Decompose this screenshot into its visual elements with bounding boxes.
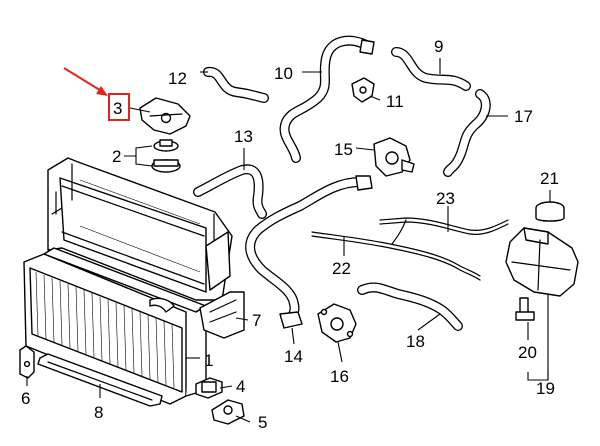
hose-13 bbox=[193, 164, 267, 219]
callout-20: 20 bbox=[518, 343, 537, 362]
callout-18: 18 bbox=[406, 332, 425, 351]
callout-19: 19 bbox=[536, 379, 555, 398]
callout-10: 10 bbox=[274, 64, 293, 83]
radiator-mount-bracket bbox=[195, 377, 223, 399]
callout-6: 6 bbox=[21, 389, 30, 408]
callout-4: 4 bbox=[236, 377, 245, 396]
callout-23: 23 bbox=[436, 189, 455, 208]
bleed-line-23 bbox=[379, 217, 509, 245]
hose-12 bbox=[203, 66, 269, 103]
radiator-insulator-set bbox=[151, 139, 181, 173]
radiator bbox=[23, 247, 207, 405]
coolant-reservoir-19 bbox=[505, 227, 579, 297]
water-outlet-16 bbox=[317, 303, 357, 343]
radiator-support-frame bbox=[47, 157, 233, 301]
callout-12: 12 bbox=[168, 69, 187, 88]
callout-11: 11 bbox=[386, 92, 404, 111]
callout-16: 16 bbox=[330, 367, 349, 386]
callout-22: 22 bbox=[332, 259, 351, 278]
highlight-callout-3 bbox=[63, 67, 130, 121]
radiator-side-baffle bbox=[199, 291, 245, 339]
reservoir-cap-21 bbox=[535, 201, 565, 222]
hose-14 bbox=[245, 175, 373, 329]
callout-1: 1 bbox=[204, 351, 213, 370]
callout-2: 2 bbox=[112, 147, 121, 166]
callout-8: 8 bbox=[94, 403, 103, 422]
callout-17: 17 bbox=[514, 107, 533, 126]
hose-9 bbox=[391, 47, 471, 91]
thermostat-housing-15 bbox=[373, 137, 415, 177]
leader-lines bbox=[26, 58, 551, 423]
hose-18 bbox=[357, 282, 463, 331]
callout-5: 5 bbox=[258, 413, 267, 432]
callout-13: 13 bbox=[234, 127, 253, 146]
radiator-lower-mount bbox=[211, 399, 245, 425]
bleed-line-22 bbox=[311, 231, 481, 281]
callout-9: 9 bbox=[434, 37, 443, 56]
upper-radiator-mount bbox=[139, 97, 191, 135]
callout-3: 3 bbox=[113, 99, 122, 118]
callout-21: 21 bbox=[540, 169, 559, 188]
callout-14: 14 bbox=[284, 347, 303, 366]
callout-7: 7 bbox=[252, 311, 261, 330]
hose-17 bbox=[443, 89, 491, 177]
lower-air-deflector bbox=[37, 353, 163, 407]
radiator-lower-bracket bbox=[19, 345, 35, 379]
callout-labels: 1 2 3 4 5 6 7 8 9 10 11 12 13 14 15 16 1… bbox=[21, 37, 559, 432]
hose-10 bbox=[279, 35, 375, 163]
level-sensor-20 bbox=[515, 297, 535, 321]
coolant-fitting-11 bbox=[351, 77, 375, 103]
callout-15: 15 bbox=[334, 140, 353, 159]
